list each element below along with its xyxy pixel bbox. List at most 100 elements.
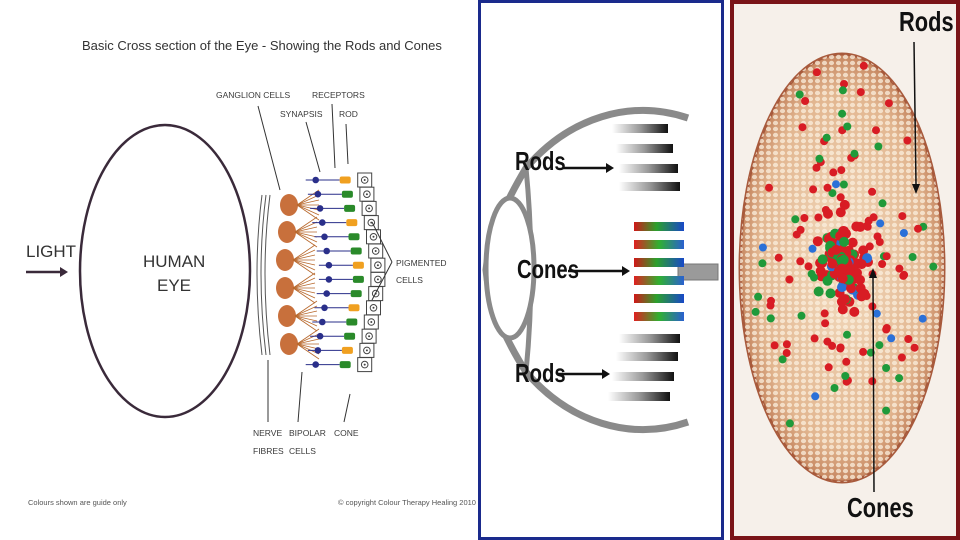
photoreceptor-dot [863, 222, 872, 231]
photoreceptor-dot [838, 86, 847, 95]
photoreceptor-dot [908, 253, 917, 261]
bipolar-cell [312, 361, 320, 368]
photoreceptor-dot [850, 149, 859, 158]
photoreceptor-dot [864, 216, 873, 225]
photoreceptor-dot [782, 349, 791, 357]
bipolar-cell [325, 261, 333, 269]
cone-strip [634, 276, 684, 285]
photoreceptor-dot [836, 344, 845, 353]
photoreceptor-dot [831, 244, 842, 255]
ganglion-cell [280, 194, 298, 216]
photoreceptor-dot [829, 168, 838, 177]
photoreceptor-dots [751, 61, 938, 428]
photoreceptor-dot [895, 374, 904, 383]
photoreceptor-dot [751, 307, 760, 316]
photoreceptor-dot [855, 274, 865, 285]
nerve-label: NERVE [253, 428, 283, 438]
photoreceptor-dot [754, 292, 763, 301]
photoreceptor-dot [796, 257, 805, 266]
cone-label: CONE [334, 428, 359, 438]
rod-strip [619, 164, 678, 173]
rods-cones-eye-drawing [478, 0, 724, 540]
photoreceptor-dot [822, 133, 831, 142]
photoreceptor-dot [910, 343, 919, 352]
bipolar-cell [319, 318, 326, 326]
photoreceptor-dot [929, 262, 938, 271]
photoreceptor-dot [839, 236, 850, 247]
photoreceptor-dot [873, 232, 882, 241]
pigmented-cells-column [357, 172, 386, 373]
rod-receptor [352, 275, 364, 283]
photoreceptor-dot [804, 262, 813, 271]
cone-receptor [341, 346, 353, 354]
photoreceptor-dot [835, 207, 846, 218]
photoreceptor-dot [859, 288, 870, 299]
photoreceptor-dot [765, 183, 773, 192]
photoreceptor-dot [828, 189, 837, 198]
human-label: HUMAN [143, 252, 206, 271]
bipolar-cell [321, 233, 328, 241]
rods-cones-eye-panel: Rods Cones Rods [478, 0, 724, 540]
cone-strip [634, 312, 684, 321]
photoreceptor-dot [823, 183, 832, 192]
rod-strip [612, 124, 668, 133]
ganglion-cell [276, 277, 294, 299]
ganglion-cell [278, 305, 296, 327]
photoreceptor-dot [878, 260, 887, 268]
rod-strip [616, 352, 678, 361]
photoreceptor-dot [778, 355, 787, 364]
photoreceptor-dot [875, 341, 884, 350]
photoreceptor-dot [758, 259, 767, 268]
photoreceptor-dot [842, 357, 851, 366]
photoreceptor-dot [882, 364, 891, 372]
photoreceptor-dot [832, 180, 840, 189]
bipolar-cell [312, 176, 320, 184]
photoreceptor-dot [843, 122, 852, 131]
bipolar-cell [321, 304, 328, 312]
photoreceptor-dot [887, 334, 896, 343]
cone-strip [634, 294, 684, 303]
photoreceptor-dot [825, 288, 836, 299]
photoreceptor-dot [812, 68, 821, 77]
rod-strip [619, 182, 680, 191]
light-label: LIGHT [26, 242, 77, 261]
photoreceptor-dot [798, 123, 807, 132]
rod-receptor [339, 361, 351, 369]
photoreceptor-dot [895, 264, 904, 273]
photoreceptor-dot [810, 334, 819, 343]
bipolar-label: BIPOLAR [289, 428, 326, 438]
photoreceptor-dot [821, 319, 830, 328]
photoreceptor-dot [882, 252, 891, 261]
photoreceptor-dot [903, 136, 912, 145]
rods-bottom-label: Rods [515, 358, 566, 388]
photoreceptor-dot [882, 406, 891, 415]
synapsis-label: SYNAPSIS [280, 109, 323, 119]
photoreceptor-dot [838, 226, 849, 236]
retina-cell-layers [276, 176, 364, 369]
bipolar-cell [316, 205, 324, 212]
cone-strip [634, 258, 684, 267]
photoreceptor-dot [785, 419, 794, 428]
photoreceptor-dot [884, 99, 893, 108]
bipolar-cell [323, 290, 331, 297]
photoreceptor-dot [858, 245, 869, 256]
bipolar-cell [319, 219, 326, 226]
rod-receptor [344, 204, 356, 212]
photoreceptor-dot [865, 242, 874, 251]
photoreceptor-dot [876, 219, 885, 228]
bipolar-cell [316, 332, 324, 340]
diagram-title: Basic Cross section of the Eye - Showing… [82, 38, 442, 53]
ganglion-cell [278, 221, 296, 243]
optic-nerve [677, 263, 719, 281]
eye-cross-section-drawing [26, 103, 393, 423]
cone-receptor [352, 261, 364, 269]
photoreceptor-dot [809, 185, 818, 194]
photoreceptor-dot [824, 363, 833, 372]
rod-receptor [341, 190, 353, 198]
ganglion-cells-label: GANGLION CELLS [216, 90, 291, 100]
photoreceptor-dot [785, 275, 794, 284]
rod-strip [616, 144, 673, 153]
cones-label: Cones [847, 492, 914, 523]
rod-receptor [350, 247, 362, 255]
rod-strip [619, 334, 680, 343]
